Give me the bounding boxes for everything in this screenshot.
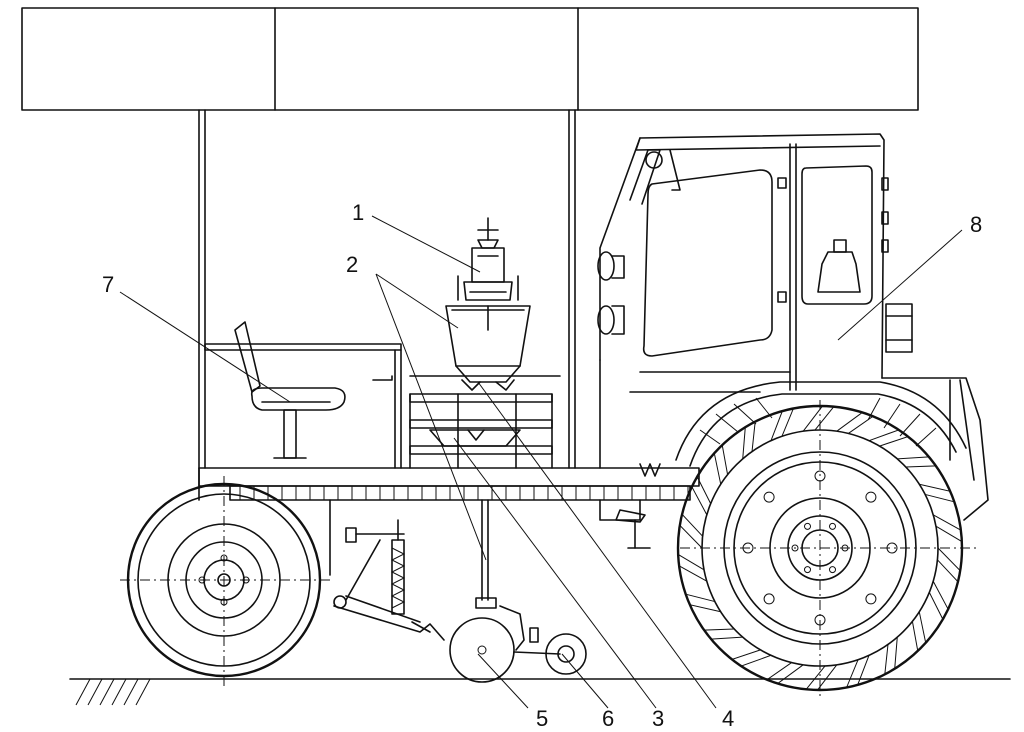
leader-lines bbox=[119, 215, 963, 709]
callout-3: 3 bbox=[652, 706, 664, 731]
callout-8: 8 bbox=[970, 212, 982, 237]
seed-meter bbox=[457, 217, 519, 301]
seed-hopper bbox=[445, 305, 531, 391]
canopy bbox=[21, 7, 919, 469]
callout-1: 1 bbox=[352, 200, 364, 225]
callout-5: 5 bbox=[536, 706, 548, 731]
callout-2: 2 bbox=[346, 252, 358, 277]
callout-4: 4 bbox=[722, 706, 734, 731]
rear-wheel bbox=[676, 400, 980, 700]
hopper-rack bbox=[409, 375, 561, 469]
tractor-cab bbox=[597, 133, 989, 521]
callout-7: 7 bbox=[102, 272, 114, 297]
platform-frame bbox=[198, 463, 700, 576]
callout-6: 6 bbox=[602, 706, 614, 731]
ground bbox=[69, 678, 1011, 706]
front-wheel bbox=[120, 476, 330, 690]
seeding-section bbox=[333, 499, 587, 683]
operator-seat bbox=[204, 321, 402, 469]
callouts: 1 2 3 4 5 6 7 8 bbox=[102, 200, 982, 731]
